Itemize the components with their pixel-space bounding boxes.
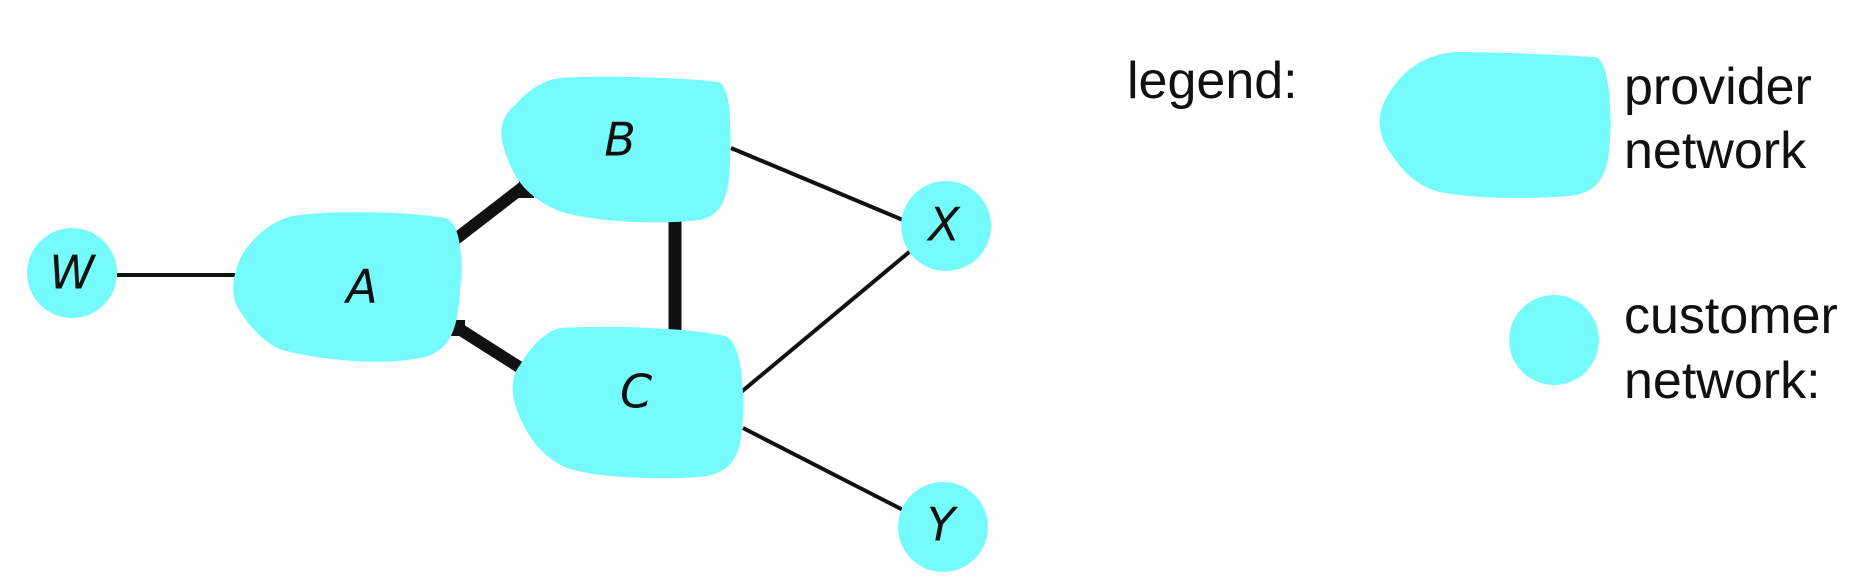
provider-network-c: C [512, 326, 744, 479]
link-c-x [738, 246, 916, 395]
node-label-x: X [926, 198, 961, 252]
node-label-y: Y [927, 498, 959, 552]
node-label-w: W [49, 246, 96, 300]
link-a-c [449, 319, 531, 378]
customer-network-w: W [27, 228, 117, 318]
provider-network-a: A [233, 212, 462, 362]
legend-title: legend: [1127, 52, 1298, 110]
links [117, 146, 916, 513]
customer-network-y-shape [898, 482, 988, 572]
legend-provider-line1: provider [1624, 58, 1812, 116]
customer-network-w-shape [27, 228, 117, 318]
provider-network-a-shape [233, 212, 462, 362]
legend-customer-line1: customer [1624, 287, 1838, 345]
customer-network-x: X [901, 181, 991, 271]
provider-network-b: B [501, 76, 731, 223]
link-c-y [742, 426, 906, 513]
link-a-b [444, 179, 531, 250]
legend-customer-line2: network: [1624, 352, 1821, 410]
provider-network-b-shape [501, 76, 731, 223]
legend-provider-line2: network [1624, 122, 1807, 180]
node-label-a: A [343, 260, 377, 314]
legend-customer-shape [1509, 295, 1599, 385]
link-b-x [730, 146, 904, 222]
legend-provider-shape [1379, 52, 1611, 199]
node-label-b: B [604, 113, 636, 167]
node-label-c: C [620, 365, 652, 419]
customer-network-y: Y [898, 482, 988, 572]
provider-network-c-shape [512, 326, 744, 479]
legend: legend: provider network customer networ… [1127, 52, 1838, 410]
customer-network-x-shape [901, 181, 991, 271]
